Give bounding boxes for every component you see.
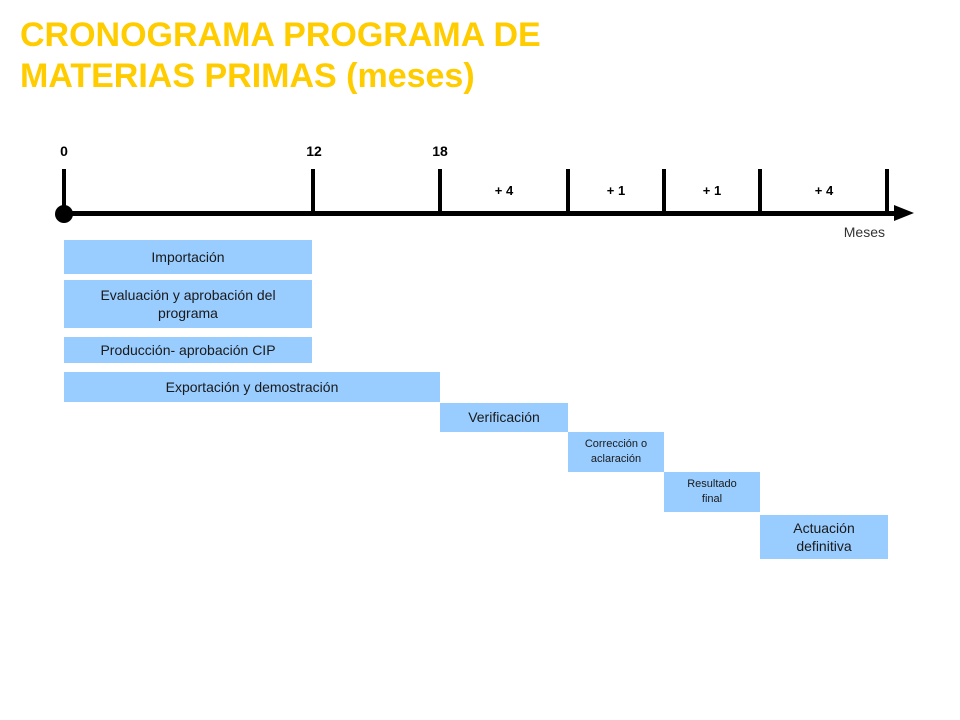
tick-mark (438, 169, 442, 214)
tick-mark (62, 169, 66, 214)
axis-line (64, 211, 898, 216)
month-label-18: 18 (432, 143, 448, 159)
task-bar-resultado: Resultado final (664, 472, 760, 512)
tick-mark (311, 169, 315, 214)
increment-label-4: + 4 (814, 183, 834, 198)
task-bar-evaluacion: Evaluación y aprobación del programa (64, 280, 312, 328)
axis-arrow-icon (894, 205, 914, 221)
task-bar-correccion: Corrección o aclaración (568, 432, 664, 472)
task-bar-exportacion: Exportación y demostración (64, 372, 440, 402)
page-title-line-2: MATERIAS PRIMAS (meses) (20, 57, 475, 95)
tick-mark (758, 169, 762, 214)
task-bar-importacion: Importación (64, 240, 312, 274)
increment-label-3: + 1 (702, 183, 722, 198)
increment-label-2: + 1 (606, 183, 626, 198)
month-label-12: 12 (306, 143, 322, 159)
tick-mark (885, 169, 889, 214)
task-bar-actuacion: Actuación definitiva (760, 515, 888, 559)
axis-unit-label: Meses (843, 224, 885, 240)
month-label-0: 0 (60, 143, 68, 159)
task-bar-verificacion: Verificación (440, 403, 568, 432)
page-title: CRONOGRAMA PROGRAMA DE MATERIAS PRIMAS (… (20, 15, 541, 97)
axis-origin-dot (55, 205, 73, 223)
task-bar-produccion: Producción- aprobación CIP (64, 337, 312, 363)
tick-mark (662, 169, 666, 214)
tick-mark (566, 169, 570, 214)
page-title-line-1: CRONOGRAMA PROGRAMA DE (20, 16, 541, 54)
increment-label-1: + 4 (494, 183, 514, 198)
